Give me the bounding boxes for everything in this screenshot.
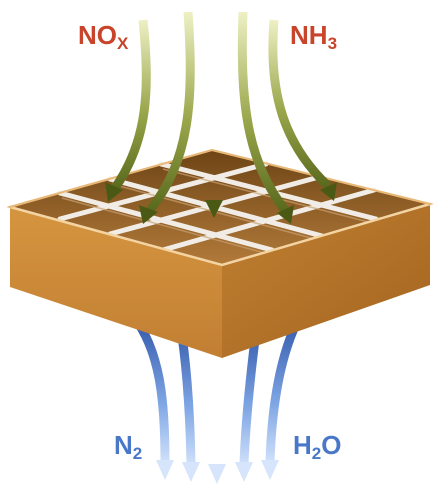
down-arrow-icon [182, 462, 200, 482]
inlet-arrow-5 [268, 19, 332, 190]
down-arrow-icon [261, 460, 279, 480]
down-arrow-icon [156, 460, 174, 480]
inlet-arrow-2 [146, 11, 195, 213]
down-arrow-icon [208, 464, 226, 484]
down-arrow-icon [320, 182, 337, 201]
down-arrow-icon [277, 205, 294, 224]
inlet-arrow-4 [237, 11, 289, 213]
down-arrow-icon [105, 182, 123, 202]
down-arrow-icon [235, 462, 253, 482]
label-nh3: NH3 [290, 20, 338, 53]
honeycomb-monolith [6, 148, 434, 358]
label-n2: N2 [114, 430, 143, 463]
label-h2o: H2O [293, 430, 342, 463]
monolith-side-face [222, 204, 430, 358]
inlet-arrow-1 [111, 19, 151, 191]
down-arrow-icon [205, 200, 223, 218]
label-nox: NOX [78, 20, 129, 53]
inlet-flow [105, 8, 337, 224]
down-arrow-icon [139, 205, 158, 224]
monolith-front-face [10, 207, 222, 358]
